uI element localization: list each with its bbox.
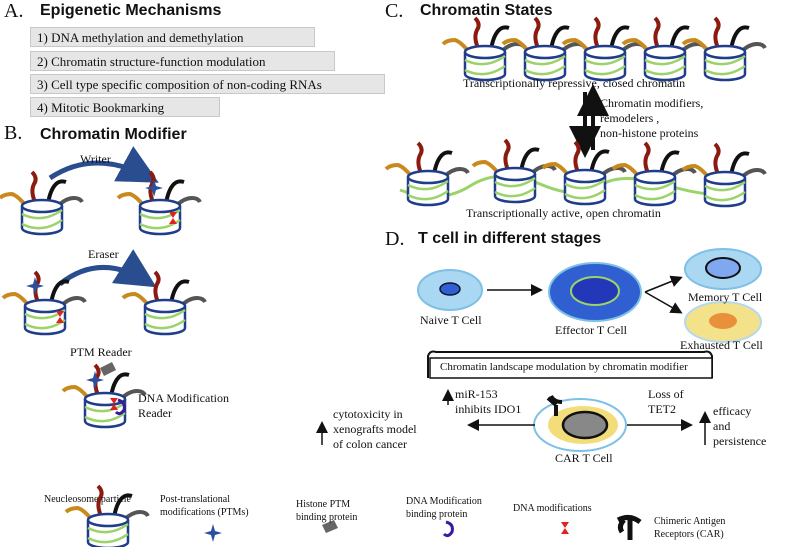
exhausted-cell [684, 301, 762, 343]
section-d-letter: D. [385, 228, 405, 250]
mechanism-item-1: 1) DNA methylation and demethylation [30, 27, 315, 47]
dna-reader-label-2: Reader [138, 406, 172, 420]
cytotox-label-2: xenografts model [333, 422, 417, 436]
landscape-label: Chromatin landscape modulation by chroma… [440, 361, 688, 373]
cytotox-label-3: of colon cancer [333, 437, 407, 451]
mechanism-item-2: 2) Chromatin structure-function modulati… [30, 51, 335, 71]
car-t-cell [533, 394, 627, 452]
car-t-label: CAR T Cell [555, 451, 613, 465]
histone-binding-icon [100, 362, 116, 376]
mechanism-item-3: 3) Cell type specific composition of non… [30, 74, 385, 94]
tet2-label-2: TET2 [648, 402, 676, 416]
modifiers-label-2: remodelers , [600, 111, 660, 125]
naive-label: Naive T Cell [420, 313, 482, 327]
efficacy-label-1: efficacy [713, 404, 752, 418]
nucleosome-writer-right [116, 170, 202, 236]
legend-histone-label-1: Histone PTM [296, 499, 351, 510]
ptm-star-icon [26, 277, 44, 295]
efficacy-label-2: and [713, 419, 731, 433]
closed-chromatin-row [441, 16, 767, 82]
nucleosome-eraser-left [1, 270, 87, 336]
section-b-title: Chromatin Modifier [40, 126, 187, 143]
section-b-letter: B. [4, 122, 23, 144]
section-c-title: Chromatin States [420, 2, 553, 19]
memory-cell [684, 248, 762, 290]
legend-dna-binding-icon [442, 520, 454, 538]
legend-ptm-icon [204, 524, 222, 542]
section-a-title: Epigenetic Mechanisms [40, 2, 222, 19]
section-a-letter: A. [4, 0, 24, 22]
open-chromatin-label: Transcriptionally active, open chromatin [466, 206, 661, 220]
landscape-bracket [427, 350, 713, 378]
legend-dna-mod-icon [561, 522, 569, 534]
legend-car-label-1: Chimeric Antigen [654, 516, 726, 527]
memory-label: Memory T Cell [688, 290, 763, 304]
legend-ptm-label-2: modifications (PTMs) [160, 507, 249, 518]
tet2-label-1: Loss of [648, 387, 684, 401]
open-chromatin-row [384, 138, 767, 208]
section-c-letter: C. [385, 0, 404, 22]
writer-arc [48, 146, 159, 183]
modifiers-label-3: non-histone proteins [600, 126, 699, 140]
nucleosome-writer-left [0, 170, 84, 236]
legend-car-label-2: Receptors (CAR) [654, 529, 724, 540]
legend-ptm-label-1: Post-translational [160, 494, 230, 505]
legend-histone-label-2: binding protein [296, 512, 358, 523]
legend-histone-binding-icon [322, 520, 338, 533]
section-d-title: T cell in different stages [418, 230, 602, 247]
mechanism-item-4: 4) Mitotic Bookmarking [30, 97, 220, 117]
mir-label-1: miR-153 [455, 387, 498, 401]
mir-label-2: inhibits IDO1 [455, 402, 522, 416]
ptm-reader-label: PTM Reader [70, 345, 132, 359]
ptm-star-icon [145, 179, 163, 197]
dna-binding-icon [114, 398, 126, 416]
legend-car-icon [616, 514, 642, 540]
cytotox-label-1: cytotoxicity in [333, 407, 403, 421]
efficacy-label-3: persistence [713, 434, 767, 448]
closed-chromatin-label: Transcriptionally repressive, closed chr… [463, 76, 686, 90]
ptm-star-icon [86, 371, 104, 389]
effector-cell [548, 262, 642, 322]
naive-cell [417, 269, 483, 311]
nucleosome-eraser-right [121, 270, 207, 336]
modifiers-label-1: Chromatin modifiers, [600, 96, 704, 110]
dna-reader-label-1: DNA Modification [138, 391, 229, 405]
legend-nucleosome-label: Neucleosome particle [44, 494, 131, 505]
effector-label: Effector T Cell [555, 323, 627, 337]
legend-dna-mod-label: DNA modifications [513, 503, 592, 514]
exhausted-label: Exhausted T Cell [680, 338, 763, 352]
writer-label: Writer [80, 152, 111, 166]
legend-dna-binding-label-1: DNA Modification [406, 496, 482, 507]
legend-dna-binding-label-2: binding protein [406, 509, 468, 520]
eraser-label: Eraser [88, 247, 119, 261]
